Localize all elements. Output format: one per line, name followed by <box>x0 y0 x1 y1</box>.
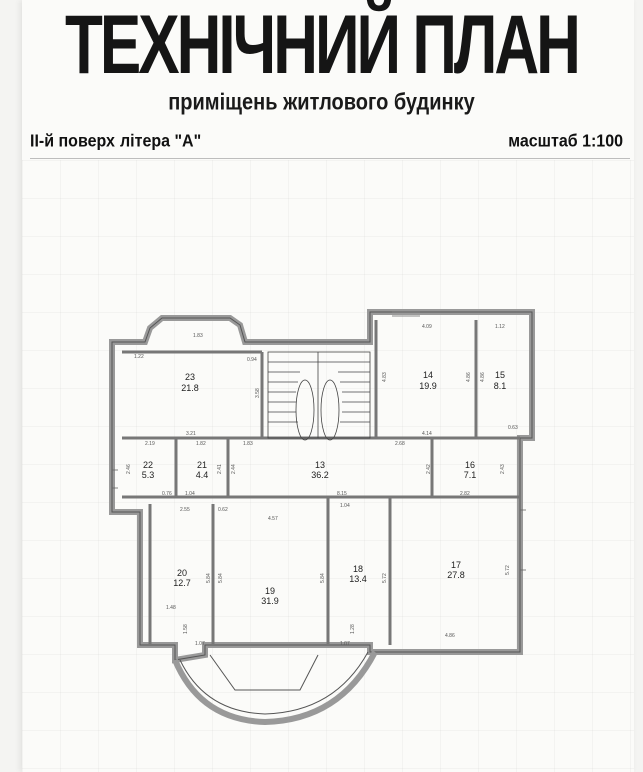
dimension-label: 1.04 <box>340 503 350 509</box>
dimension-label: 4.86 <box>480 372 486 382</box>
dimension-label: 4.09 <box>422 324 432 330</box>
room-number: 13 <box>314 460 325 470</box>
background-grid <box>22 160 634 772</box>
dimension-label: 1.04 <box>185 491 195 497</box>
room-area: 7.1 <box>463 470 477 480</box>
dimension-label: 2.43 <box>500 464 506 474</box>
dimension-label: 1.83 <box>243 441 253 447</box>
dimension-label: 5.84 <box>218 573 224 583</box>
room-area: 8.1 <box>493 381 507 391</box>
room-area: 12.7 <box>173 578 191 588</box>
dimension-label: 5.72 <box>382 573 388 583</box>
document-title: ТЕХНІЧНИЙ ПЛАН <box>65 0 581 92</box>
dimension-label: 1.07 <box>195 641 205 647</box>
dimension-label: 2.82 <box>460 491 470 497</box>
dimension-label: 1.28 <box>350 624 356 634</box>
dimension-label: 5.72 <box>505 565 511 575</box>
dimension-label: 2.44 <box>231 464 237 474</box>
room-number: 17 <box>450 560 461 570</box>
room-number: 22 <box>142 460 153 470</box>
dimension-label: 1.83 <box>193 333 203 339</box>
room-number: 21 <box>196 460 207 470</box>
dimension-label: 1.48 <box>166 605 176 611</box>
letter-label: літера "А" <box>120 132 202 151</box>
room-area: 36.2 <box>311 470 329 480</box>
dimension-label: 2.46 <box>126 464 132 474</box>
room-number: 18 <box>352 564 363 574</box>
room-number: 19 <box>264 586 275 596</box>
room-number: 23 <box>184 372 195 382</box>
floor-label: II-й поверх <box>30 132 115 151</box>
dimension-label: 2.55 <box>180 507 190 513</box>
dimension-label: 1.58 <box>183 624 189 634</box>
dimension-label: 4.83 <box>382 372 388 382</box>
dimension-label: 1.07 <box>340 641 350 647</box>
room-number: 14 <box>422 370 433 380</box>
header-rule <box>30 158 630 159</box>
bay-inner <box>209 654 319 691</box>
dimension-label: 1.22 <box>134 354 144 360</box>
dimension-label: 4.86 <box>445 633 455 639</box>
room-area: 5.3 <box>141 470 155 480</box>
dimension-label: 4.14 <box>422 431 432 437</box>
room-number: 15 <box>494 370 505 380</box>
dimension-label: 5.84 <box>320 573 326 583</box>
room-area: 19.9 <box>419 381 437 391</box>
dimension-label: 2.41 <box>217 464 223 474</box>
dimension-label: 5.84 <box>206 573 212 583</box>
room-area: 13.4 <box>349 574 367 584</box>
document-subtitle: приміщень житлового будинку <box>168 90 475 116</box>
room-area: 31.9 <box>261 596 279 606</box>
room-area: 21.8 <box>181 383 199 393</box>
room-number: 16 <box>464 460 475 470</box>
dimension-label: 4.57 <box>268 516 278 522</box>
dimension-label: 4.86 <box>466 372 472 382</box>
dimension-label: 2.42 <box>426 464 432 474</box>
dimension-label: 3.58 <box>255 388 261 398</box>
bay-wall-edge <box>179 651 369 715</box>
staircase <box>267 351 371 441</box>
dimension-label: 0.94 <box>247 357 257 363</box>
room-area: 27.8 <box>447 570 465 580</box>
room-number: 20 <box>176 568 187 578</box>
dimension-label: 2.68 <box>395 441 405 447</box>
dimension-label: 2.19 <box>145 441 155 447</box>
dimension-label: 0.62 <box>218 507 228 513</box>
dimension-label: 0.76 <box>162 491 172 497</box>
bay-wall <box>172 650 378 726</box>
dimension-label: 3.21 <box>186 431 196 437</box>
dimension-label: 1.82 <box>196 441 206 447</box>
dimension-label: 1.12 <box>495 324 505 330</box>
dimension-label: 0.63 <box>508 425 518 431</box>
scale-label: масштаб 1:100 <box>508 132 623 151</box>
dimension-label: 8.15 <box>337 491 347 497</box>
room-area: 4.4 <box>195 470 209 480</box>
